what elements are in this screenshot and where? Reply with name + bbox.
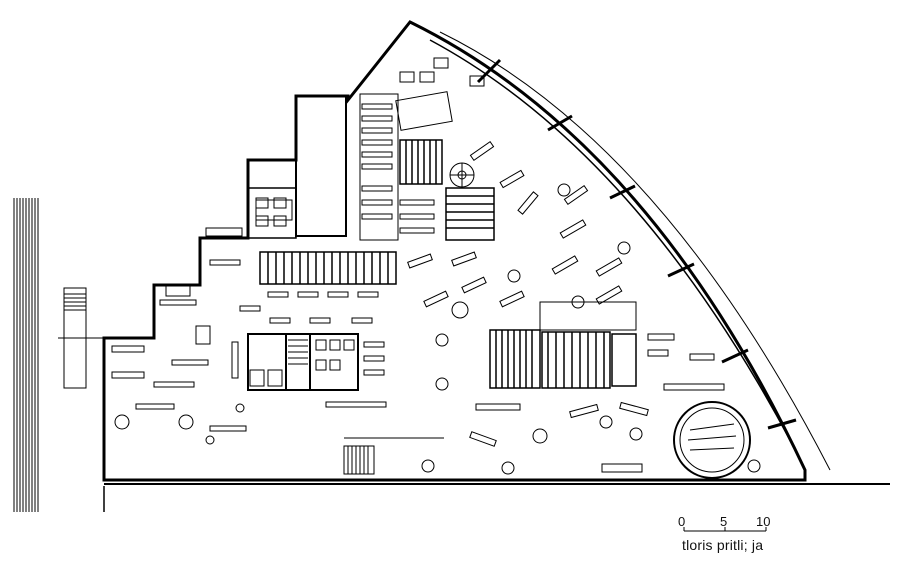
north-shelving [361, 103, 435, 234]
service-core [247, 333, 359, 391]
drawing-caption: tloris pritli; ja [682, 537, 764, 553]
rail-tracks [13, 198, 39, 512]
compact-stacks-north [399, 139, 495, 241]
west-reading-tables [111, 199, 387, 432]
scale-label-10: 10 [756, 514, 771, 529]
scale-label-5: 5 [720, 514, 728, 529]
spiral-stair [449, 162, 475, 188]
facade-mullions [476, 58, 797, 430]
compact-stacks-east [489, 301, 637, 389]
central-stacks [259, 251, 397, 285]
left-entrance-stair [58, 287, 104, 389]
east-reading-desks [395, 57, 725, 473]
entrance-stair [343, 437, 444, 475]
round-auditorium [673, 401, 751, 479]
building-outline [102, 20, 807, 482]
scale-bar [683, 527, 767, 532]
scale-label-0: 0 [678, 514, 686, 529]
round-tables [205, 183, 761, 475]
curved-facade-outer [439, 31, 831, 471]
